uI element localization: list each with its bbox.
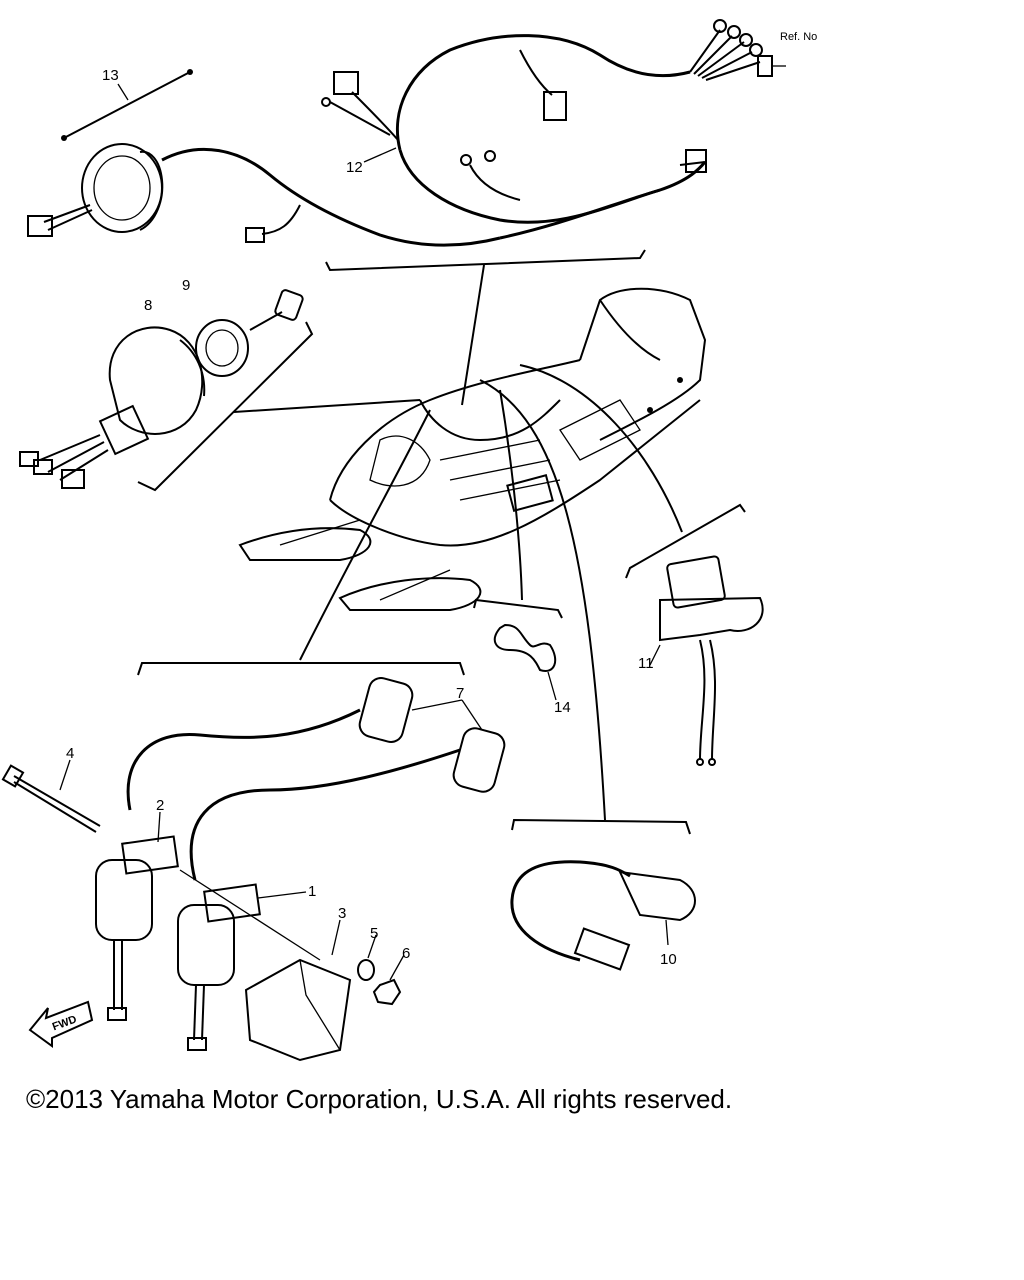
callout-12: 12: [346, 159, 363, 176]
part-13-wire: [61, 69, 193, 141]
part-10-switch: [510, 818, 696, 971]
harness-bracket: [325, 249, 646, 272]
part-11-switch: [625, 503, 764, 766]
part-4-bolt: [1, 759, 101, 833]
parts-diagram: FWD 13 12 9 8 11 14 7 4 2 1 3 5 6 10 Ref…: [1, 19, 817, 1062]
svg-text:FWD: FWD: [51, 1013, 79, 1033]
part-3-cover: [179, 869, 352, 1062]
callout-3: 3: [338, 905, 346, 922]
headlight-assembly: [27, 143, 501, 247]
part-2-ignition-coil: [95, 811, 179, 1021]
callout-6: 6: [402, 945, 410, 962]
switch-bracket: [137, 321, 314, 492]
callout-14: 14: [554, 699, 571, 716]
callout-2: 2: [156, 797, 164, 814]
part-7-plug-caps: [126, 677, 506, 881]
part-14-clip: [473, 598, 563, 701]
callout-13: 13: [102, 67, 119, 84]
callout-4: 4: [66, 745, 74, 762]
callout-1: 1: [308, 883, 316, 900]
callout-5: 5: [370, 925, 378, 942]
ref-no-label: Ref. No: [780, 31, 817, 43]
part-12-wire-harness: [321, 19, 786, 240]
part-1-ignition-coil: [177, 883, 307, 1051]
part-5-washer: [357, 934, 377, 981]
part-9-key-and-nut: [195, 289, 304, 377]
coil-bracket: [137, 662, 465, 676]
callout-8: 8: [144, 297, 152, 314]
callout-11: 11: [638, 655, 654, 672]
callout-7: 7: [456, 685, 464, 702]
fwd-arrow-icon: FWD: [28, 1000, 94, 1048]
copyright-notice: ©2013 Yamaha Motor Corporation, U.S.A. A…: [26, 1084, 733, 1114]
part-6-nut: [372, 954, 405, 1006]
part-8-main-switch: [19, 326, 206, 489]
callout-9: 9: [182, 277, 190, 294]
callout-10: 10: [660, 951, 677, 968]
